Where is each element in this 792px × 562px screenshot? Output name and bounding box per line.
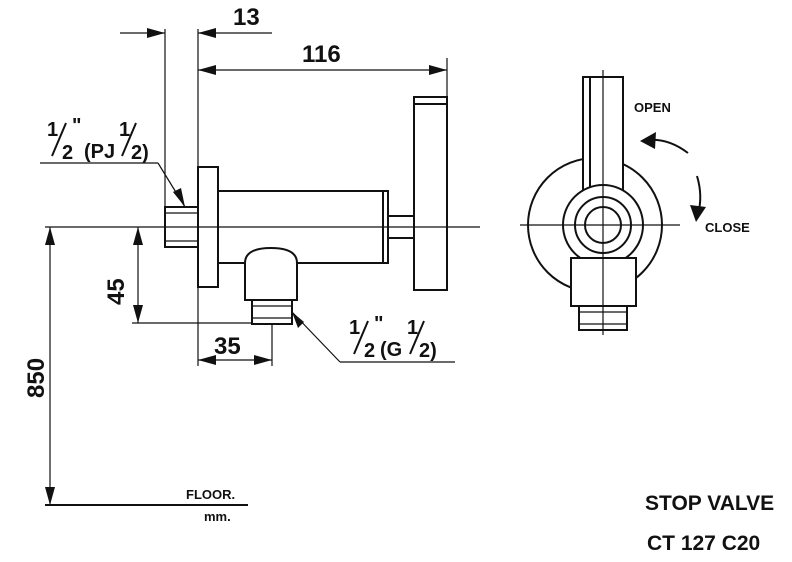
svg-text:1: 1 — [119, 119, 130, 141]
svg-text:(PJ: (PJ — [84, 141, 115, 163]
dimension-lines — [40, 28, 480, 506]
svg-text:1: 1 — [349, 317, 360, 339]
side-view — [164, 96, 448, 325]
svg-text:(G: (G — [380, 339, 402, 361]
outlet-nipple — [251, 299, 293, 325]
product-name: STOP VALVE — [645, 492, 774, 515]
svg-text:": " — [374, 313, 383, 335]
svg-text:2: 2 — [364, 340, 375, 362]
close-label: CLOSE — [705, 220, 750, 235]
inlet-thread-label: 1 2 " (PJ 1 2) — [47, 115, 149, 164]
svg-text:": " — [72, 115, 81, 137]
front-view — [520, 70, 680, 335]
valve-handle — [413, 96, 448, 291]
product-code: CT 127 C20 — [647, 532, 760, 555]
svg-text:1: 1 — [47, 119, 58, 141]
outlet-thread-label: 1 2 " (G 1 2) — [349, 313, 437, 362]
svg-text:2: 2 — [62, 142, 73, 164]
curved-arrow-icon — [640, 132, 689, 154]
dim-116-label: 116 — [302, 41, 341, 68]
dim-35-label: 35 — [214, 333, 241, 360]
svg-text:1: 1 — [407, 317, 418, 339]
curved-arrow-icon — [690, 175, 706, 222]
svg-text:2): 2) — [419, 340, 437, 362]
open-label: OPEN — [634, 100, 671, 115]
floor-label: FLOOR. — [186, 487, 235, 502]
unit-label: mm. — [204, 509, 231, 524]
svg-text:2): 2) — [131, 142, 149, 164]
dim-850-label: 850 — [23, 358, 50, 398]
dim-45-label: 45 — [103, 278, 130, 305]
dim-13-label: 13 — [233, 4, 260, 31]
outlet-elbow — [244, 246, 298, 301]
